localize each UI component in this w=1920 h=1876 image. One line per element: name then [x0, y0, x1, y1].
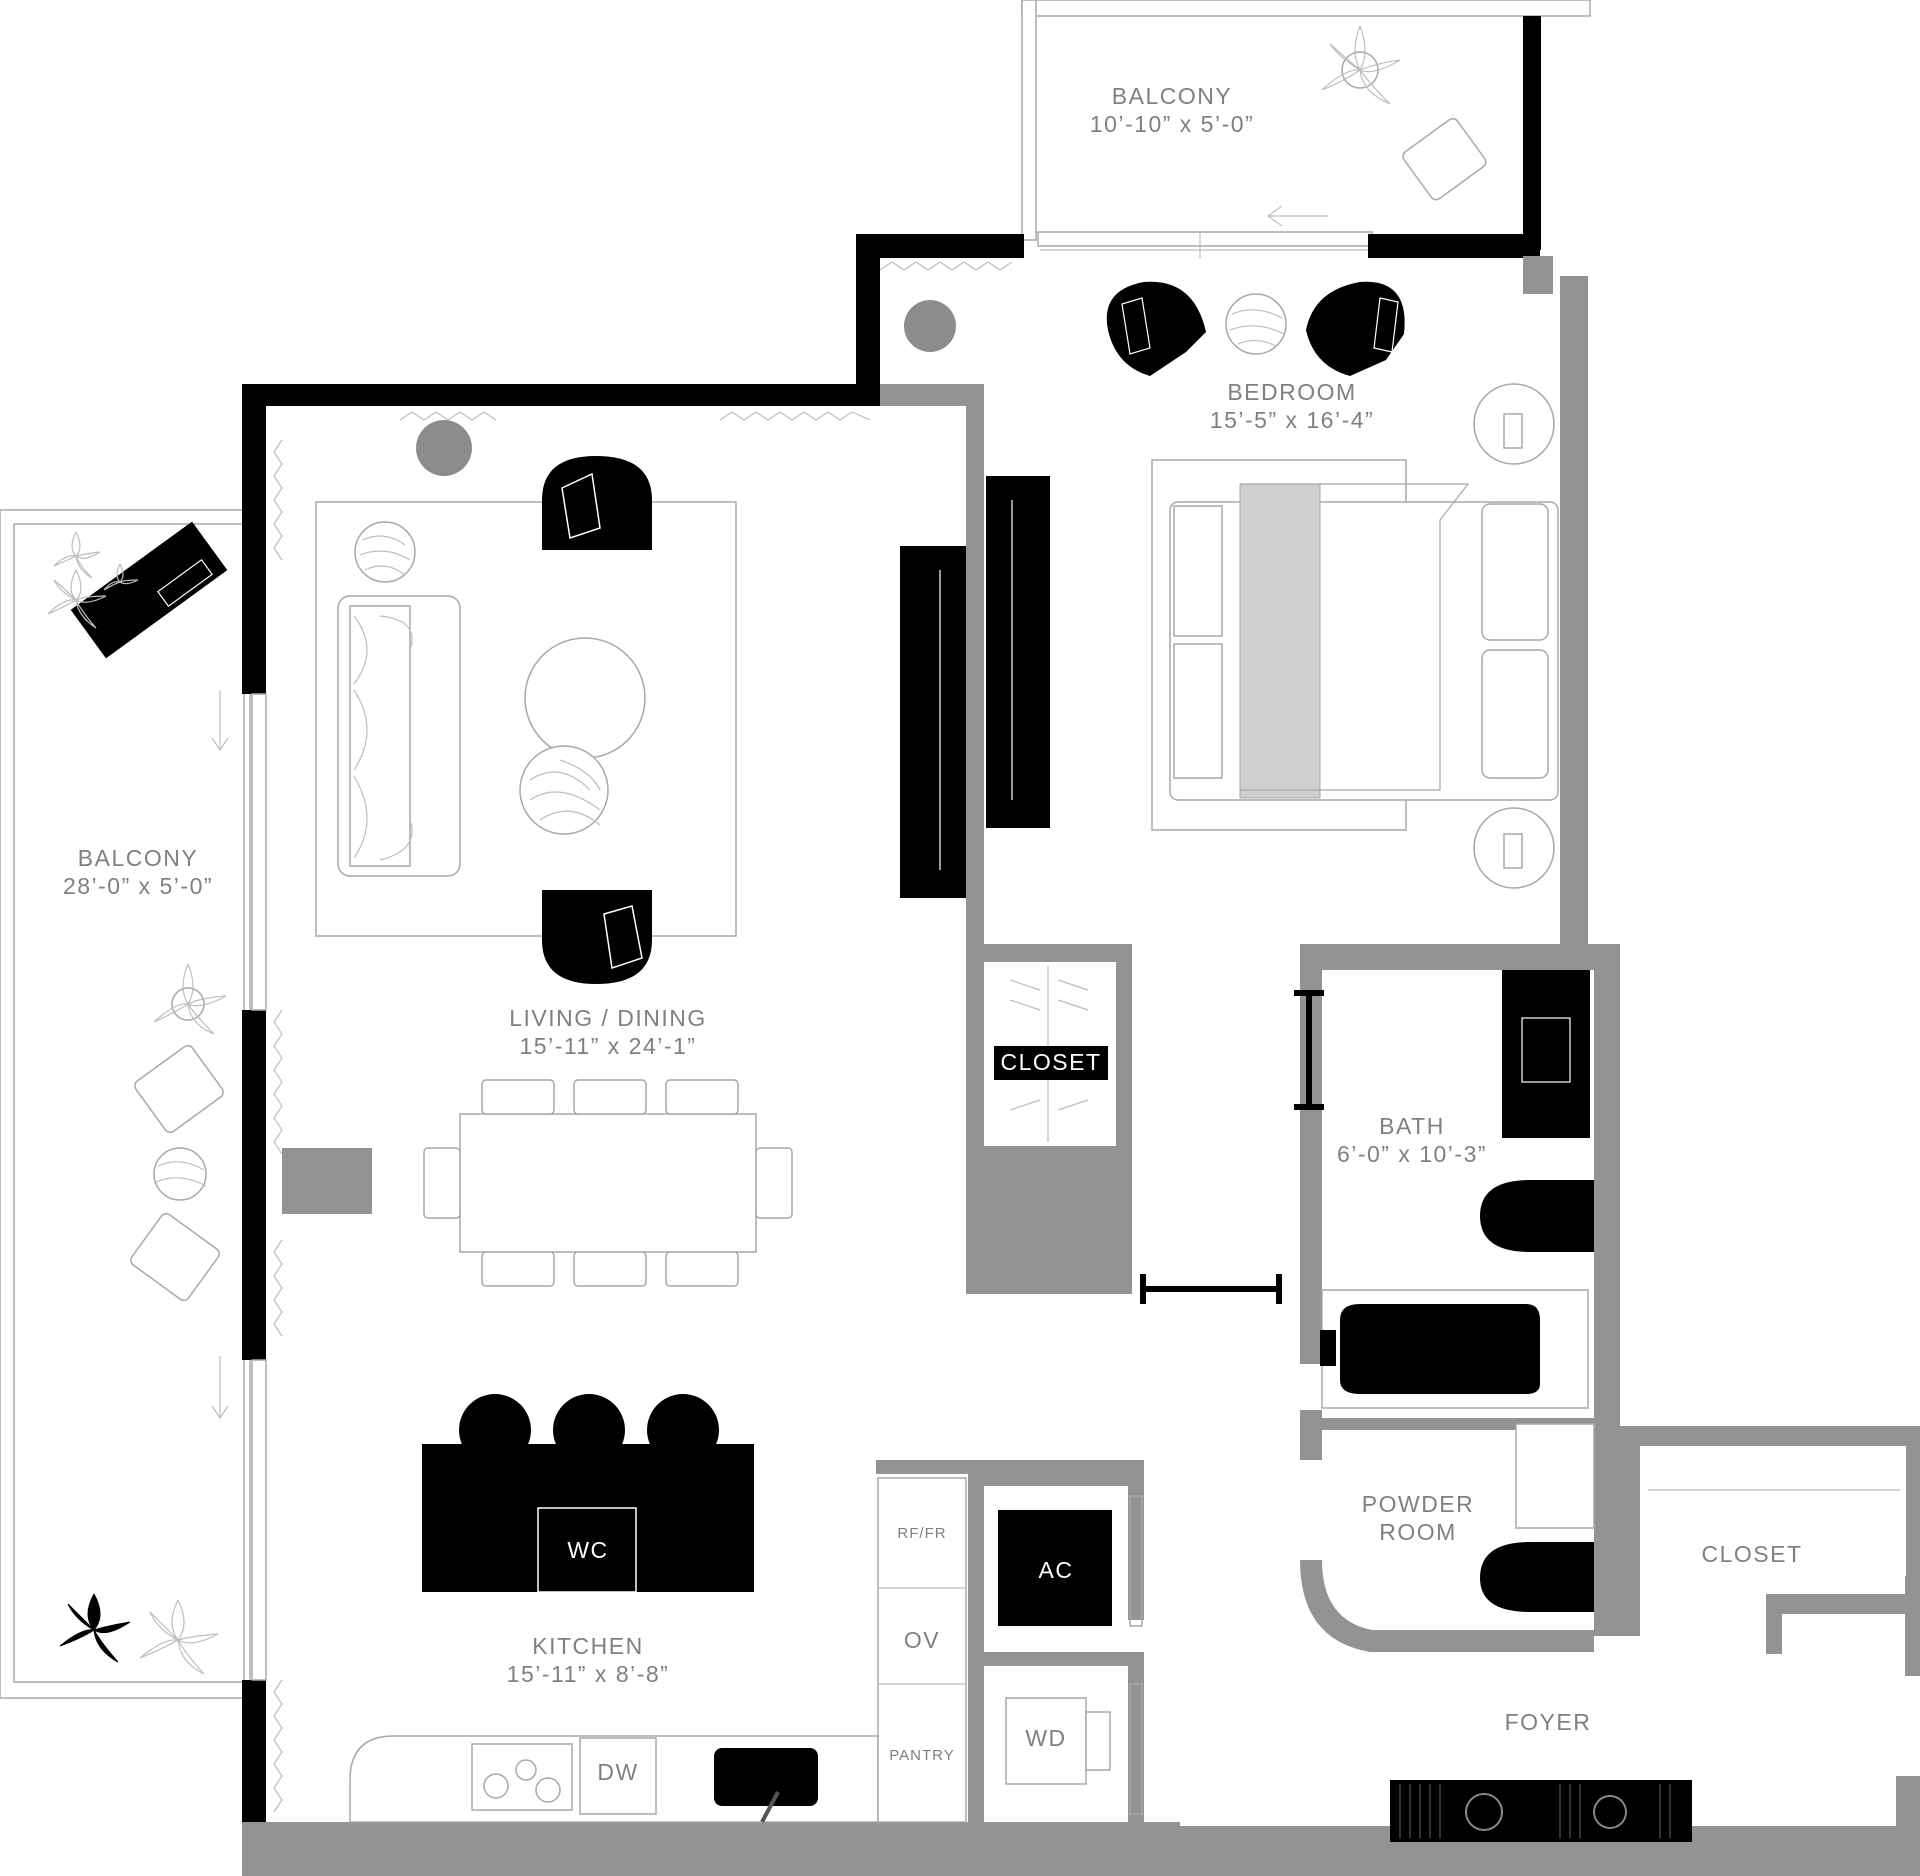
dining-furniture: [282, 1079, 793, 1287]
bedroom-dims: 15’-5” x 16’-4”: [1210, 407, 1374, 433]
bath-dims: 6’-0” x 10’-3”: [1337, 1141, 1487, 1167]
room-labels: BALCONY 10’-10” x 5’-0” BEDROOM 15’-5” x…: [63, 83, 1802, 1735]
bath-fixtures: [1320, 970, 1595, 1612]
ac-label: AC: [1039, 1557, 1074, 1583]
pantry-label: PANTRY: [889, 1747, 954, 1764]
kitchen-furniture: [349, 1394, 1143, 1823]
living-furniture: [315, 420, 1050, 984]
foyer-name: FOYER: [1505, 1709, 1592, 1735]
kitchen-name: KITCHEN: [532, 1633, 643, 1659]
exterior-walls: [242, 234, 1540, 1826]
balcony-left-name: BALCONY: [78, 845, 198, 871]
bedroom-closet-name: CLOSET: [1000, 1049, 1101, 1075]
bedroom-closet: [994, 966, 1108, 1142]
living-dining-name: LIVING / DINING: [509, 1005, 707, 1031]
living-dining-dims: 15’-11” x 24’-1”: [520, 1033, 697, 1059]
bedroom-furniture: [904, 281, 1559, 889]
bath-name: BATH: [1379, 1113, 1445, 1139]
rf-fr-label: RF/FR: [897, 1525, 946, 1542]
oven-label: OV: [904, 1627, 940, 1653]
balcony-top: [1021, 0, 1591, 258]
plant-icons: [47, 25, 1487, 1675]
balcony-top-dims: 10’-10” x 5’-0”: [1090, 111, 1254, 137]
powder-room-line1: POWDER: [1362, 1491, 1475, 1517]
foyer-furniture: [1390, 1446, 1906, 1842]
bedroom-name: BEDROOM: [1227, 379, 1356, 405]
balcony-left-dims: 28’-0” x 5’-0”: [63, 873, 213, 899]
kitchen-dims: 15’-11” x 8’-8”: [507, 1661, 670, 1687]
wd-label: WD: [1025, 1725, 1066, 1751]
powder-room-line2: ROOM: [1379, 1519, 1457, 1545]
dw-label: DW: [597, 1759, 638, 1785]
wc-label: WC: [567, 1537, 608, 1563]
fixture-labels: WC RF/FR OV PANTRY AC WD DW: [567, 1525, 1074, 1785]
balcony-top-name: BALCONY: [1112, 83, 1232, 109]
balcony-left: [0, 509, 251, 1699]
foyer-closet-name: CLOSET: [1701, 1541, 1802, 1567]
